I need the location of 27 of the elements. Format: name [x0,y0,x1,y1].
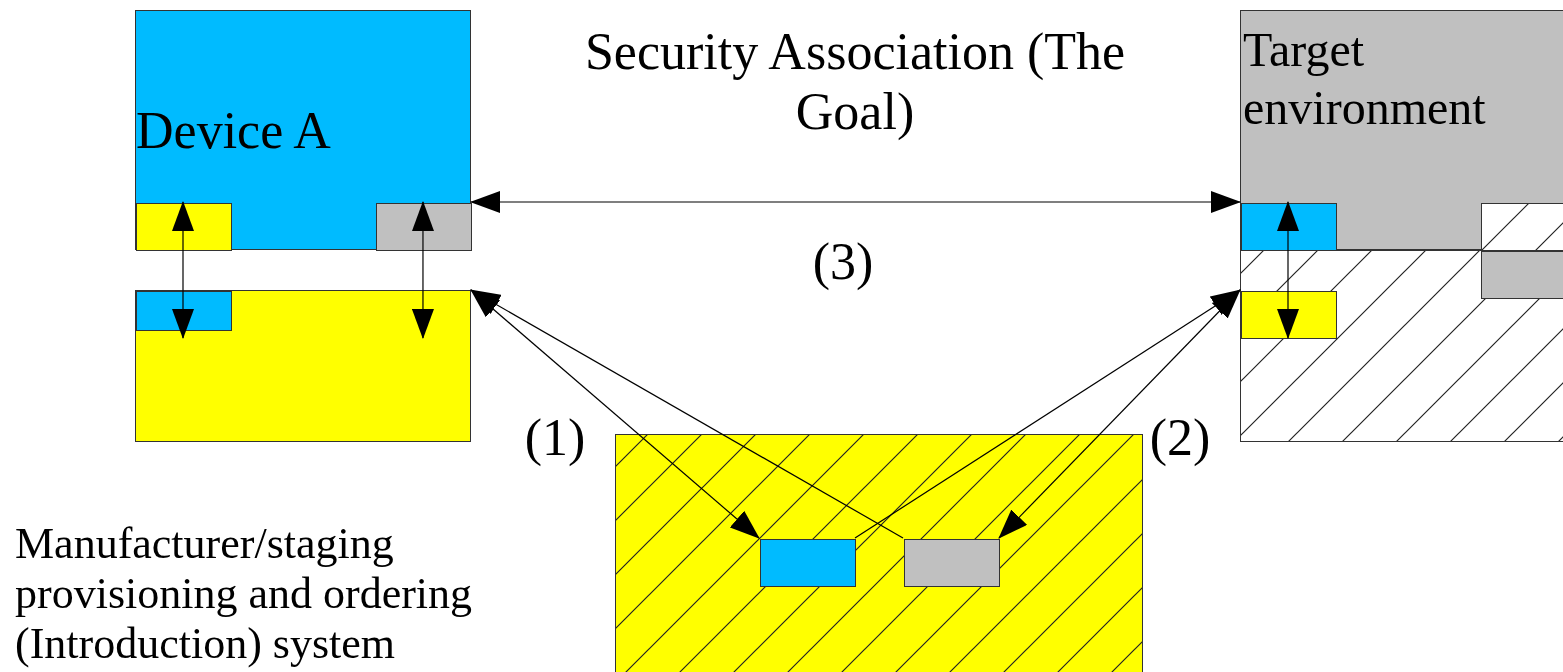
environment-panel [1240,10,1563,250]
module-block [136,291,232,331]
module-block [136,203,232,251]
module-block [376,203,472,251]
module-block [1481,251,1563,299]
arrow [470,289,904,539]
hatched-block [1481,203,1563,251]
node-label: Manufacturer/staging provisioning and ordering (Introduction) system [15,519,474,669]
module-block [1241,291,1337,339]
heading-label: Security Association (The Goal) [583,22,1127,142]
device-panel [135,290,471,442]
step-number: (1) [523,408,587,468]
module-block [904,539,1000,587]
node-label: Target environment [1243,22,1487,136]
node-label: Device A [136,101,331,161]
arrow [854,289,1241,539]
arrow [998,289,1241,539]
arrow [470,289,760,539]
arrow [470,191,1241,213]
arrow [411,201,434,340]
module-block [1241,203,1337,251]
arrow [1277,201,1299,339]
hatched-panel [1240,250,1563,442]
arrow [172,201,194,339]
device-panel [135,10,471,250]
module-block [760,539,856,587]
step-number: (2) [1148,408,1212,468]
